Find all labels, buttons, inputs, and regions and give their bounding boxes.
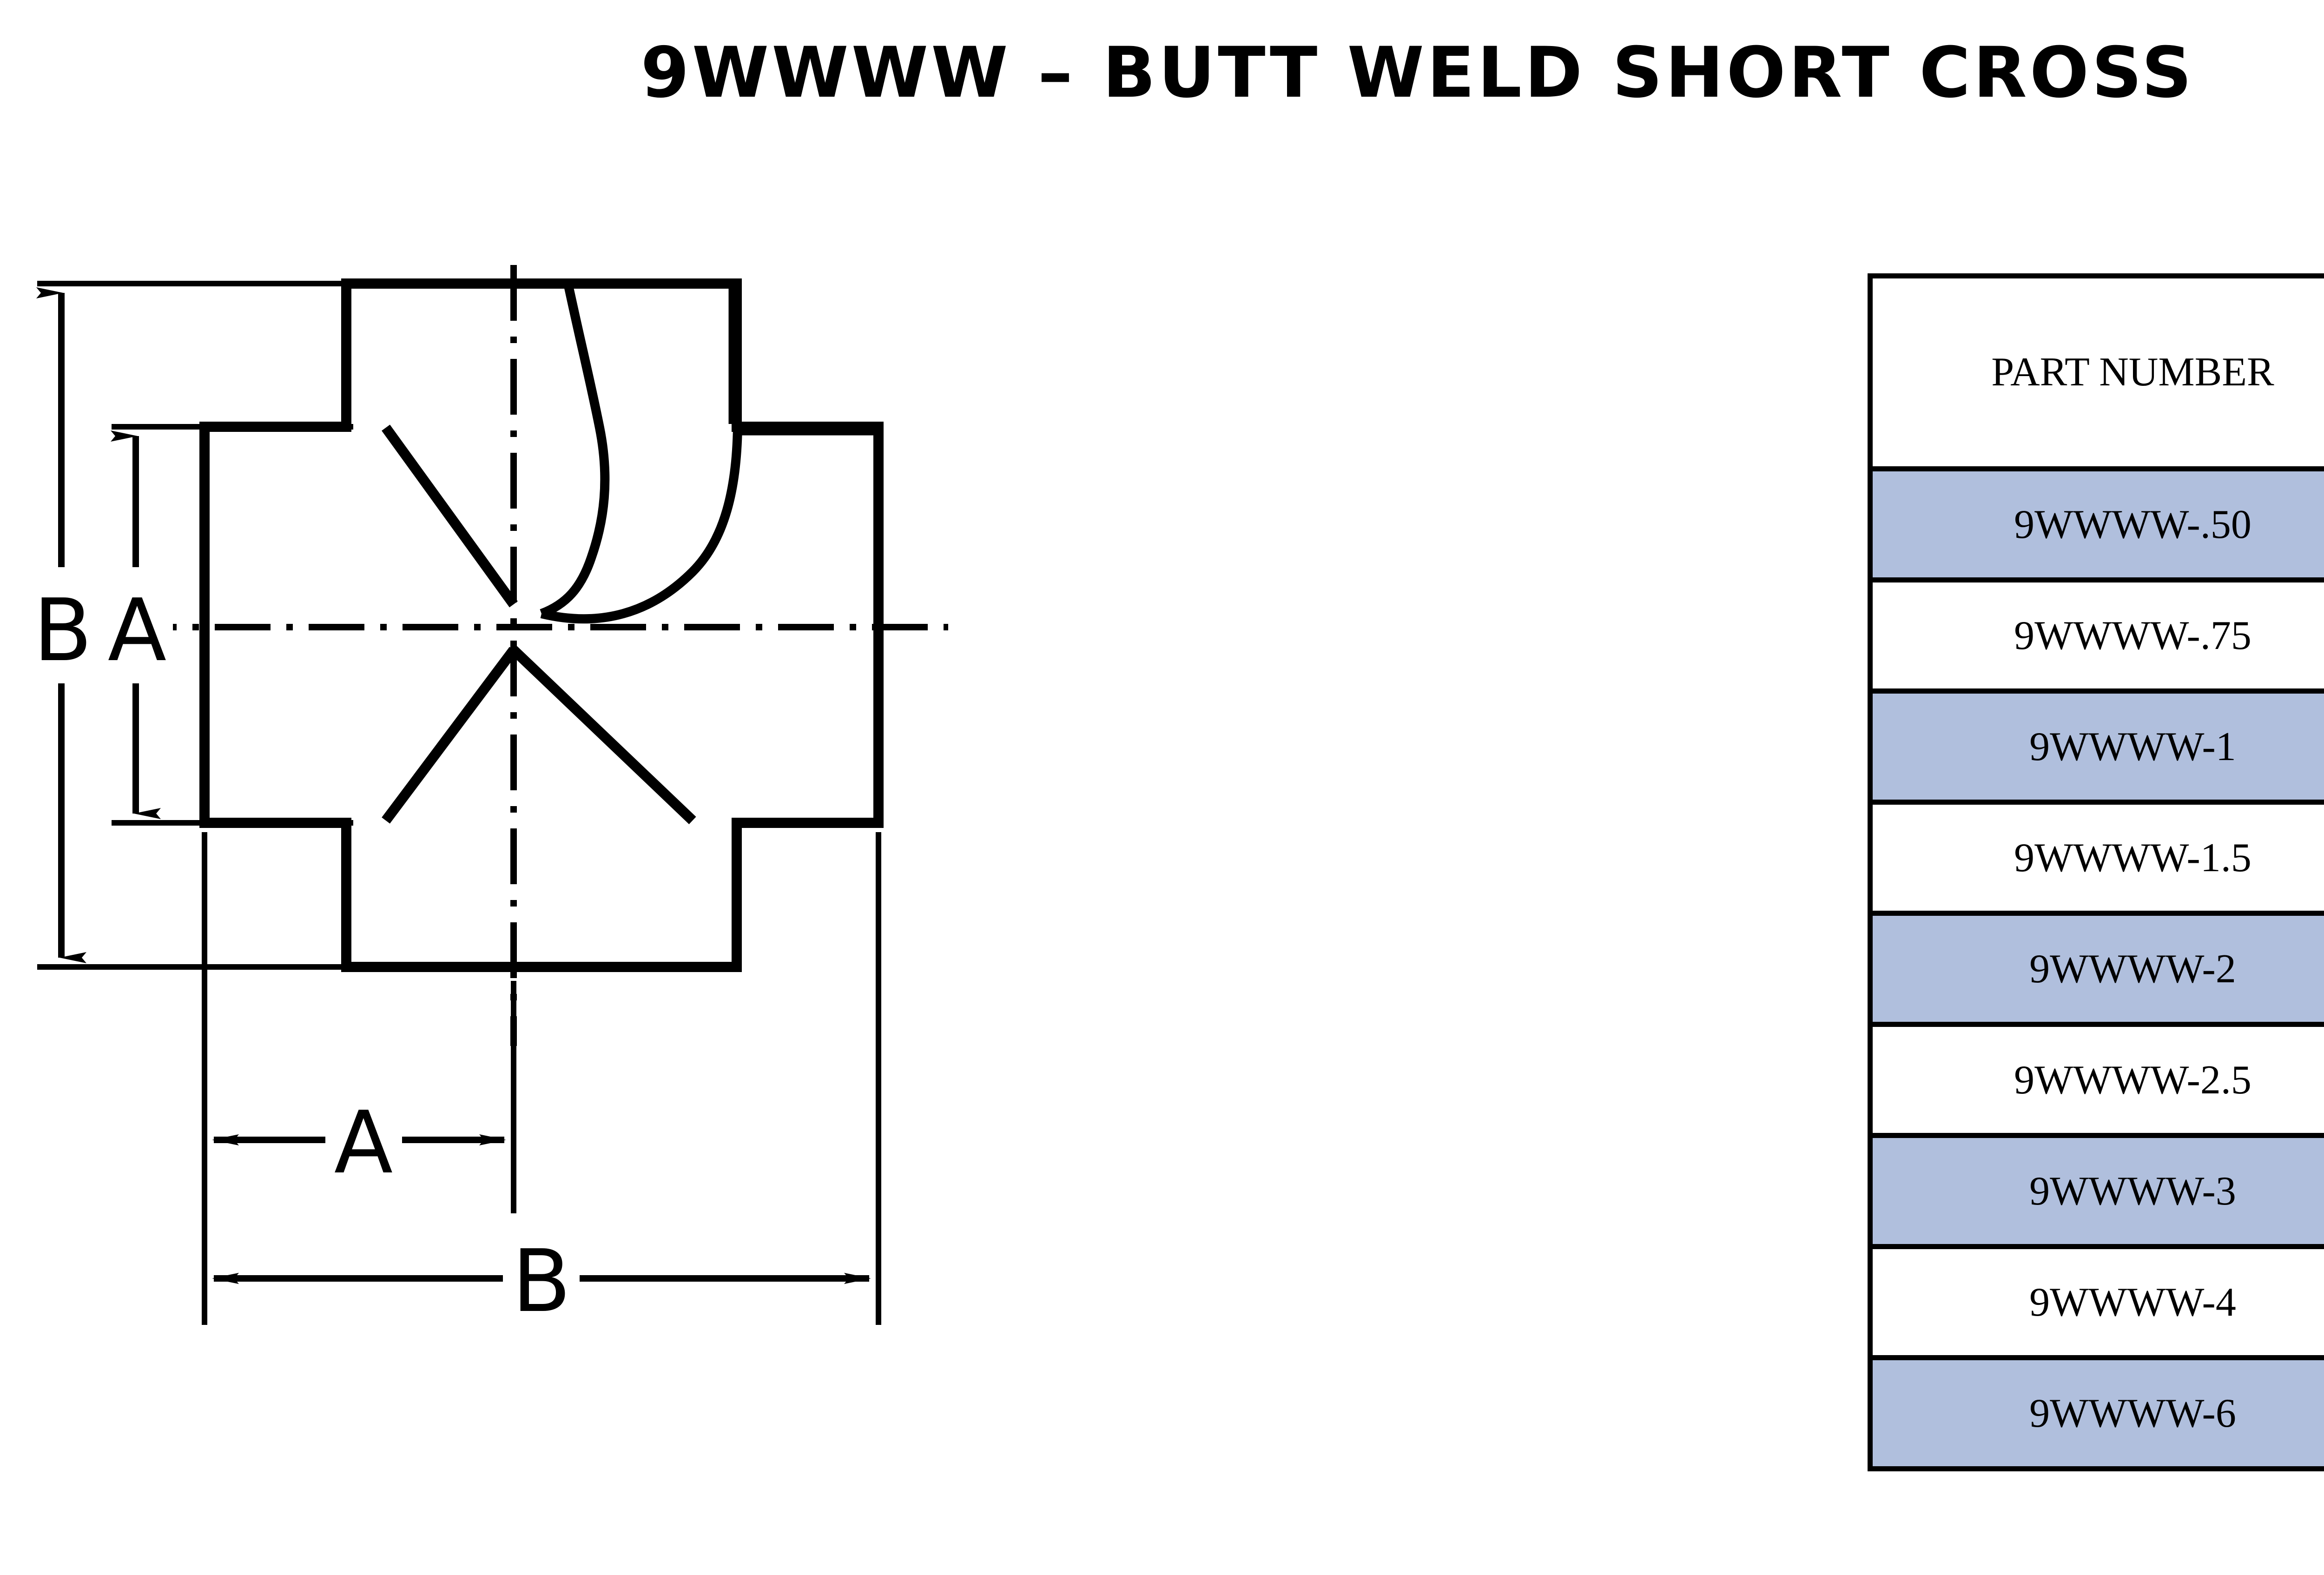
table-row: 9WWWW-2 2 2.063 4.125 [1868,911,2324,1027]
bore-cutaway-profile [540,282,874,624]
svg-text:A: A [108,580,167,681]
column-header-part-number: PART NUMBER [1868,273,2324,471]
cell-part-number: 9WWWW-2.5 [1868,1022,2324,1138]
table-row: 9WWWW-.75 3/4 1.125 2.250 [1868,577,2324,694]
cell-part-number: 9WWWW-1.5 [1868,800,2324,916]
dimension-b-horizontal: B [202,832,881,1337]
specification-table: PART NUMBER SIZE (inches) A (inches) B (… [1868,273,2324,1471]
dimension-a-horizontal: A [202,832,516,1213]
table-row: 9WWWW-1.5 1-1/2 1.656 3.312 [1868,800,2324,916]
cell-part-number: 9WWWW-4 [1868,1244,2324,1360]
cell-part-number: 9WWWW-.75 [1868,577,2324,694]
svg-text:B: B [512,1231,571,1331]
cell-part-number: 9WWWW-.50 [1868,466,2324,582]
table-row: 9WWWW-.50 1/2 .750 1.500 [1868,466,2324,582]
dimension-b-vertical: B [28,281,353,970]
table-row: 9WWWW-1 1 1.125 2.250 [1868,688,2324,805]
dimension-a-vertical: A [103,424,353,826]
table-row: 9WWWW-4 4 3.438 6.875 [1868,1244,2324,1360]
technical-drawing-panel: B A A [0,260,1394,1515]
table-row: 9WWWW-2.5 2-1/2 2.344 4.688 [1868,1022,2324,1138]
table-row: 9WWWW-6 6 5.625 11.250 [1868,1355,2324,1471]
page-title: 9WWWW – BUTT WELD SHORT CROSS [640,33,2195,113]
svg-text:B: B [33,580,92,681]
cell-part-number: 9WWWW-3 [1868,1133,2324,1249]
center-lines [121,265,948,1046]
table-header-row: PART NUMBER SIZE (inches) A (inches) B (… [1868,273,2324,471]
svg-text:A: A [334,1092,393,1193]
cell-part-number: 9WWWW-2 [1868,911,2324,1027]
weld-prep-vee-lines [382,424,696,824]
cell-part-number: 9WWWW-1 [1868,688,2324,805]
column-header-title: PART NUMBER [1991,350,2274,395]
cell-part-number: 9WWWW-6 [1868,1355,2324,1471]
table-row: 9WWWW-3 3 2.594 5.188 [1868,1133,2324,1249]
